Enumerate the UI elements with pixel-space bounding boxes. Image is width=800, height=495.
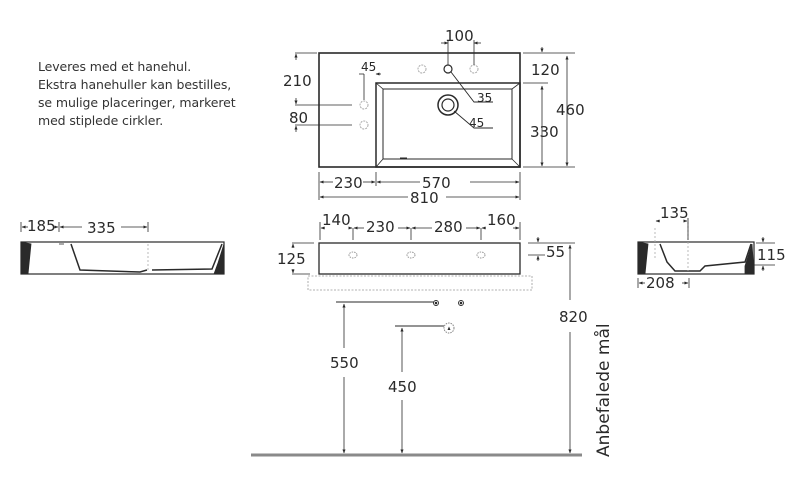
dim-overflow-height: 55 [546, 243, 565, 261]
dim-front-height: 125 [277, 250, 306, 268]
dim-width-right: 208 [646, 274, 675, 292]
side-view-left-labels: 185 335 [27, 217, 116, 237]
note-line: se mulige placeringer, markeret [38, 95, 236, 110]
dim-drain-dia: 45 [469, 116, 484, 130]
dim-hole3-offset: 160 [487, 211, 516, 229]
dim-drain-offset-right: 135 [660, 204, 689, 222]
note-line: Ekstra hanehuller kan bestilles, [38, 77, 232, 92]
dim-depth-right: 115 [757, 246, 786, 264]
dim-shelf-width: 230 [334, 174, 363, 192]
dim-tap-hole-dia: 35 [477, 91, 492, 105]
dim-basin-depth: 330 [530, 123, 559, 141]
front-view [291, 222, 575, 454]
recommended-dimensions-label: Anbefalede mål [593, 323, 614, 457]
dim-basin-width: 570 [422, 174, 451, 192]
installation-note: Leveres med et hanehul. Ekstra hanehulle… [38, 58, 236, 130]
dim-recommended-height: 820 [559, 308, 588, 326]
dim-total-width: 810 [410, 189, 439, 207]
dim-drain-offset: 335 [87, 219, 116, 237]
dim-drain-height: 450 [388, 378, 417, 396]
top-view [294, 40, 575, 200]
dim-water-supply-height: 550 [330, 354, 359, 372]
dim-hole1-offset: 140 [322, 211, 351, 229]
dim-tap-spacing: 100 [445, 27, 474, 45]
dim-total-depth: 460 [556, 101, 585, 119]
note-line: med stiplede cirkler. [38, 113, 164, 128]
dim-side-hole-offset: 45 [361, 60, 376, 74]
dim-hole-spacing-1: 230 [366, 218, 395, 236]
note-line: Leveres med et hanehul. [38, 59, 192, 74]
dim-rim-offset: 185 [27, 217, 56, 235]
side-view-right-labels: 135 115 208 [646, 204, 786, 292]
dim-height-to-side-hole: 210 [283, 72, 312, 90]
side-view-left [20, 222, 225, 275]
front-view-labels: 140 230 280 160 125 55 820 550 450 Anbef… [277, 211, 614, 457]
top-view-labels: 100 45 210 80 35 45 120 330 460 230 570 … [283, 27, 585, 207]
dim-hole-spacing-2: 280 [434, 218, 463, 236]
dim-rim-depth: 120 [531, 61, 560, 79]
dim-side-hole-spacing: 80 [289, 109, 308, 127]
side-view-right [637, 218, 775, 288]
